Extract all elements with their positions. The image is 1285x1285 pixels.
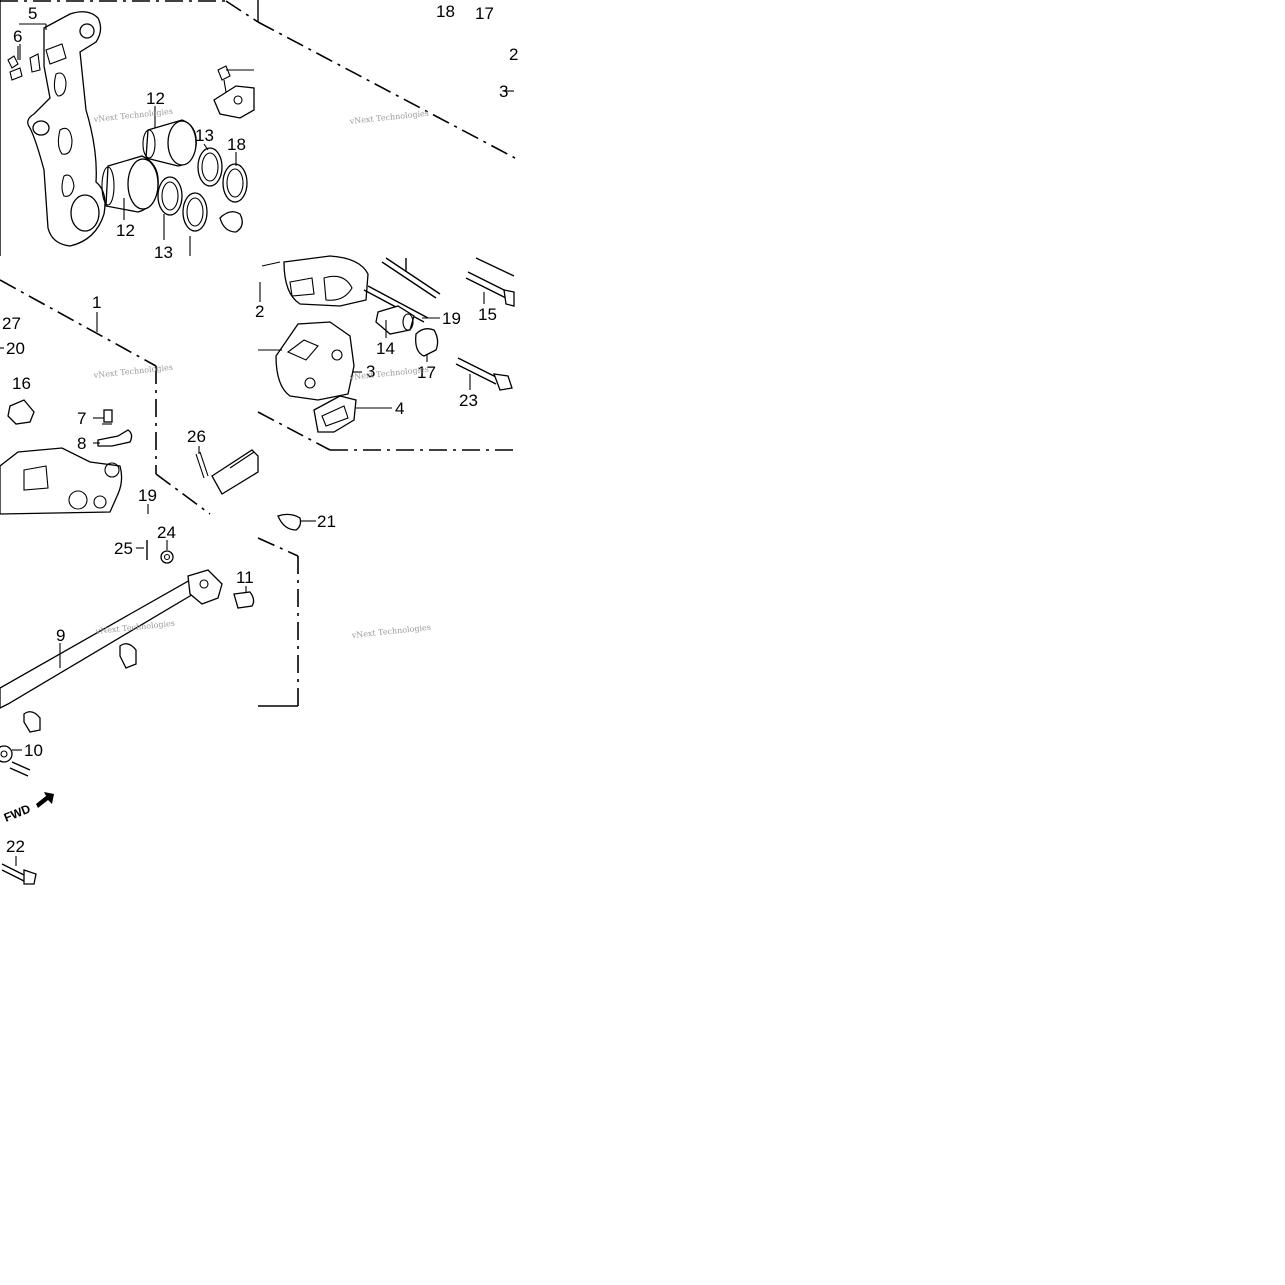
piston-upper-part-12: [142, 119, 197, 167]
boot-part-17: [415, 328, 439, 357]
callout-1: 1: [92, 293, 101, 312]
callout-numbers: 5 6 12 13 18 12 13 18 17 2 3 2 19 15 14 …: [2, 2, 518, 856]
leader-lines: [0, 23, 514, 866]
torque-rod-part-9: [0, 569, 223, 733]
callout-4: 4: [395, 399, 404, 418]
washer-bolt-part-10: [0, 745, 31, 777]
clip-part-6: [7, 44, 41, 81]
bushing-part-21: [277, 513, 302, 531]
callout-12-upper: 12: [146, 89, 165, 108]
callout-6: 6: [13, 27, 22, 46]
callout-20: 20: [6, 339, 25, 358]
callout-12-lower: 12: [116, 221, 135, 240]
bolt-part-22: [1, 863, 37, 885]
callout-5: 5: [28, 4, 37, 23]
bolt-part-23: [455, 357, 513, 391]
seals-part-13-18: [157, 147, 248, 233]
fwd-label: FWD: [2, 801, 33, 824]
callout-17-mid: 17: [417, 363, 436, 382]
callout-8: 8: [77, 434, 86, 453]
callout-3-top: 3: [499, 82, 508, 101]
piston-lower-part-12: [101, 155, 159, 213]
caliper-body-part-2: [261, 255, 369, 307]
grouping-frames: [0, 0, 516, 707]
callout-24: 24: [157, 523, 176, 542]
callout-13-lower: 13: [154, 243, 173, 262]
callout-14: 14: [376, 339, 395, 358]
bushing-part-11: [233, 591, 255, 609]
watermark-2: vNext Technologies: [348, 109, 429, 126]
forward-direction-arrow: FWD: [2, 792, 54, 825]
callout-27: 27: [2, 314, 21, 333]
callout-16: 16: [12, 374, 31, 393]
bolt-part-15: [465, 257, 515, 307]
callout-25: 25: [114, 539, 133, 558]
cap-part-16: [7, 399, 35, 425]
callout-26: 26: [187, 427, 206, 446]
caliper-body-left: [0, 447, 123, 515]
callout-11: 11: [236, 568, 254, 587]
watermark-6: vNext Technologies: [350, 623, 431, 640]
nut-part-24: [160, 550, 174, 564]
caliper-half-part-3: [258, 321, 355, 401]
callout-9: 9: [56, 626, 65, 645]
callout-2-mid: 2: [255, 302, 264, 321]
callout-3-mid: 3: [366, 362, 375, 381]
bleeder-bracket: [213, 65, 255, 119]
rod-end-right: [211, 449, 259, 495]
callout-15: 15: [478, 305, 497, 324]
callout-2-top: 2: [509, 45, 518, 64]
callout-10: 10: [24, 741, 43, 760]
callout-21: 21: [317, 512, 336, 531]
watermark-3: vNext Technologies: [92, 363, 173, 380]
bleed-valve-part-7: [102, 409, 113, 425]
callout-19-left: 19: [138, 486, 157, 505]
callout-18-top: 18: [436, 2, 455, 21]
watermark-1: vNext Technologies: [92, 107, 173, 124]
callout-23: 23: [459, 391, 478, 410]
cotter-pin-part-26: [195, 451, 209, 479]
callout-19-right: 19: [442, 309, 461, 328]
callout-13-upper: 13: [195, 126, 214, 145]
sleeve-part-14: [375, 305, 415, 335]
bracket-part-8: [97, 429, 133, 447]
callout-17-top: 17: [475, 4, 494, 23]
caliper-bracket-part-5: [27, 11, 106, 247]
callout-7: 7: [77, 409, 86, 428]
brake-pad-part-4: [313, 395, 357, 433]
callout-22: 22: [6, 837, 25, 856]
callout-18-mid: 18: [227, 135, 246, 154]
